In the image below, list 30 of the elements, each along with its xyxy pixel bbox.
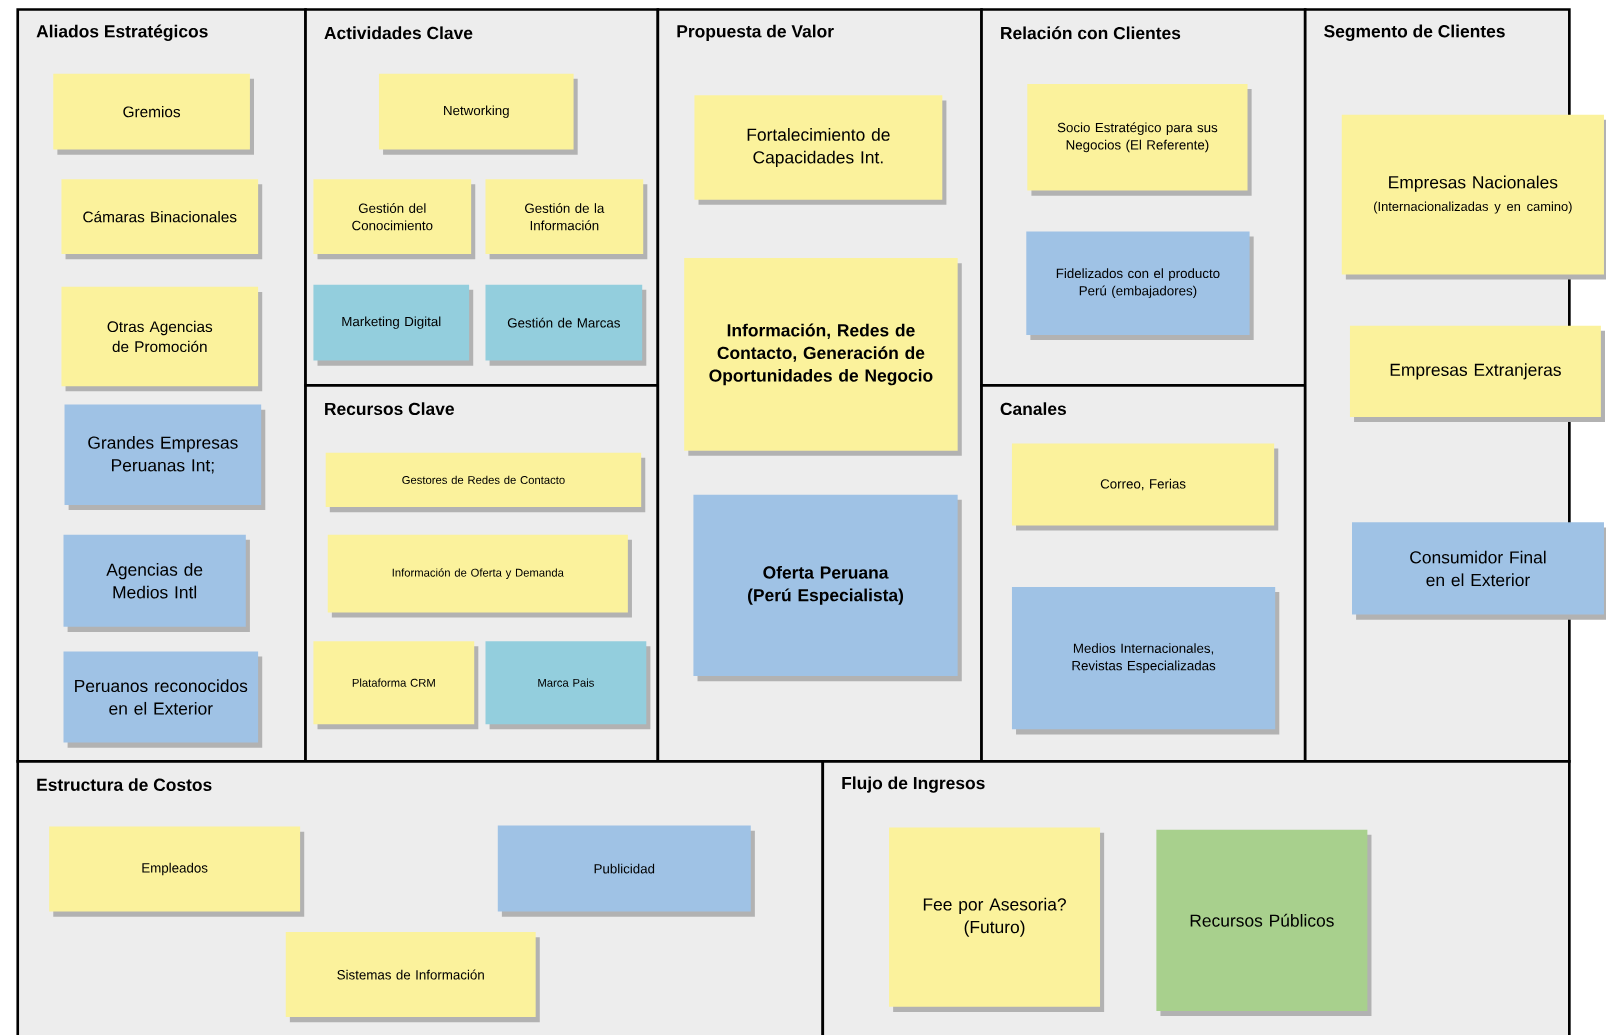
sticky-note: Información de Oferta y Demanda xyxy=(327,534,632,618)
sticky-note: Fidelizados con el producto Perú (embajadores) xyxy=(1026,231,1254,341)
sticky-note: Empresas Extranjeras xyxy=(1349,325,1605,422)
sticky-note: Cámaras Binacionales xyxy=(61,179,263,260)
sticky-note: Oferta Peruana (Perú Especialista) xyxy=(693,494,962,682)
sticky-note: Plataforma CRM xyxy=(313,641,479,730)
sticky-note: Publicidad xyxy=(497,825,755,917)
sticky-note: Medios Internacionales, Revistas Especializadas xyxy=(1011,586,1280,735)
sticky-note: Grandes Empresas Peruanas Int; xyxy=(64,404,266,511)
sticky-note: Gremios xyxy=(53,73,254,155)
sticky-note: Correo, Ferias xyxy=(1011,443,1279,531)
sticky-note: Socio Estratégico para sus Negocios (El Referente) xyxy=(1027,84,1252,196)
sticky-note: Gestión de Marcas xyxy=(485,284,647,366)
sticky-note: Gestión del Conocimiento xyxy=(313,179,476,260)
sticky-note: Información, Redes de Contacto, Generación de Oportunidades de Negocio xyxy=(684,258,962,456)
sticky-note: Agencias de Medios Intl xyxy=(63,534,250,632)
sticky-note: Consumidor Final en el Exterior xyxy=(1352,522,1606,620)
sticky-note: Empresas Nacionales (Internacionalizadas y en camino) xyxy=(1341,114,1606,280)
sticky-note: Gestores de Redes de Contacto xyxy=(325,452,646,513)
sticky-note: Recursos Públicos xyxy=(1156,829,1372,1017)
sticky-note: Marca Pais xyxy=(485,641,651,730)
sticky-note: Fee por Asesoria? (Futuro) xyxy=(889,827,1105,1012)
sticky-note: Networking xyxy=(378,73,578,155)
sticky-note: Gestión de la Información xyxy=(485,179,648,260)
sticky-note: Otras Agencias de Promoción xyxy=(61,286,263,392)
sticky-note: Fortalecimiento de Capacidades Int. xyxy=(694,95,947,205)
sticky-note: Sistemas de Información xyxy=(285,932,540,1023)
sticky-note: Marketing Digital xyxy=(313,284,474,366)
sticky-note: Empleados xyxy=(49,826,305,917)
sticky-note: Peruanos reconocidos en el Exterior xyxy=(63,651,263,748)
